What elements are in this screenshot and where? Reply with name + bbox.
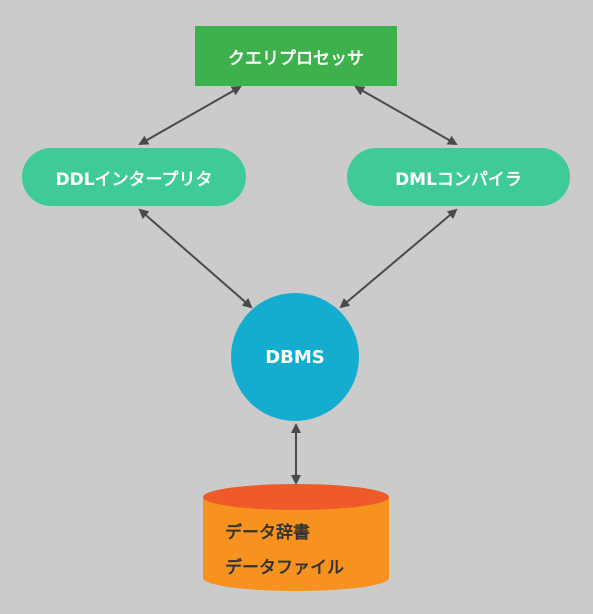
query-processor-node: クエリプロセッサ <box>195 26 397 86</box>
arrow-dml-to-dbms <box>339 208 458 309</box>
storage-label-data-file: データファイル <box>225 558 344 578</box>
ddl-interpreter-node: DDLインタープリタ <box>22 148 246 206</box>
database-cylinder-icon <box>203 484 389 591</box>
arrow-query-to-ddl <box>138 86 242 145</box>
arrow-query-to-dml <box>354 86 458 145</box>
storage-label-data-dictionary: データ辞書 <box>225 523 310 543</box>
dml-compiler-node: DMLコンパイラ <box>347 148 570 206</box>
arrow-ddl-to-dbms <box>138 208 253 309</box>
dbms-node: DBMS <box>231 293 359 421</box>
